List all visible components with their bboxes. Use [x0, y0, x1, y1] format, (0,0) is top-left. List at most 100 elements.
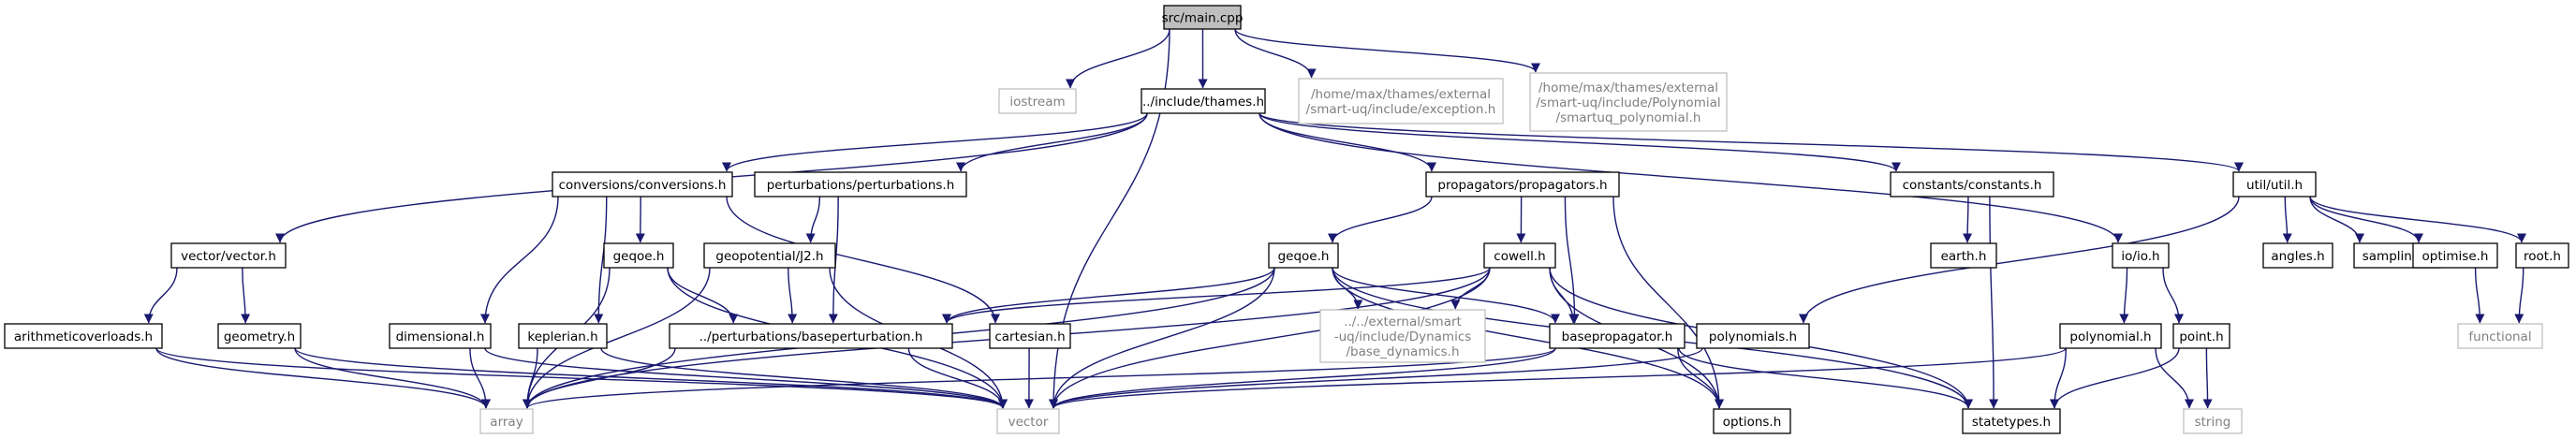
node-box	[389, 323, 492, 349]
node-basepert[interactable]: ../perturbations/baseperturbation.h	[669, 323, 953, 349]
edge-thames-to-io	[1259, 112, 2123, 243]
node-label: geqoe.h	[1278, 249, 1330, 264]
node-polynomials[interactable]: polynomials.h	[1696, 323, 1810, 349]
node-conversions[interactable]: conversions/conversions.h	[552, 171, 733, 198]
node-box	[603, 242, 674, 269]
node-io[interactable]: io/io.h	[2112, 242, 2170, 269]
node-vector: vector	[996, 408, 1060, 434]
node-box	[1425, 171, 1620, 198]
edge-cowell-to-vector	[1049, 267, 1491, 409]
node-root[interactable]: root.h	[2515, 242, 2569, 269]
node-label: string	[2195, 415, 2231, 430]
edge-cowell-to-basepert	[942, 267, 1491, 324]
edge-conversions-to-keplerian	[594, 196, 608, 324]
node-box	[989, 323, 1071, 349]
edge-optimise-to-functional	[2474, 267, 2485, 324]
node-label: polynomial.h	[2069, 329, 2151, 344]
node-box	[998, 88, 1077, 114]
node-box	[170, 242, 287, 269]
node-box	[1483, 242, 1556, 269]
node-box	[217, 323, 302, 349]
node-propagators[interactable]: propagators/propagators.h	[1425, 171, 1620, 198]
edge-thames-to-constants	[1259, 112, 1901, 172]
node-util[interactable]: util/util.h	[2232, 171, 2317, 198]
node-label: angles.h	[2271, 249, 2324, 264]
node-base_dyn: ../../external/smart-uq/include/Dynamics…	[1319, 309, 1486, 363]
node-box	[2183, 408, 2243, 434]
node-label: functional	[2468, 329, 2531, 344]
node-angles[interactable]: angles.h	[2262, 242, 2333, 269]
node-thames[interactable]: ../include/thames.h	[1141, 88, 1266, 114]
node-label: io/io.h	[2121, 249, 2159, 264]
node-label: geometry.h	[224, 329, 295, 344]
edge-util-to-angles	[2282, 196, 2292, 243]
edge-thames-to-conversions	[722, 112, 1148, 172]
node-label: /base_dynamics.h	[1346, 344, 1459, 359]
node-box	[2515, 242, 2569, 269]
edge-propagators-to-baseprop	[1564, 196, 1580, 324]
node-constants[interactable]: constants/constants.h	[1890, 171, 2054, 198]
node-label: options.h	[1723, 415, 1782, 430]
node-box	[754, 171, 967, 198]
node-label: iostream	[1009, 95, 1065, 110]
edge-constants-to-earth	[1963, 196, 1973, 243]
node-box	[996, 408, 1060, 434]
node-label: keplerian.h	[527, 329, 597, 344]
node-baseprop[interactable]: basepropagator.h	[1549, 323, 1685, 349]
edge-propagators-to-geqoe2	[1328, 196, 1433, 243]
node-label: src/main.cpp	[1162, 11, 1244, 26]
node-geqoe1[interactable]: geqoe.h	[603, 242, 674, 269]
node-box	[479, 408, 534, 434]
edge-conversions-to-dimensional	[480, 196, 559, 324]
node-box	[703, 242, 836, 269]
node-box	[1713, 408, 1791, 434]
edge-arithmetic-to-array	[155, 347, 491, 409]
node-label: constants/constants.h	[1903, 178, 2042, 193]
edge-geqoe2-to-basepert	[942, 267, 1275, 324]
node-earth[interactable]: earth.h	[1930, 242, 1997, 269]
node-keplerian[interactable]: keplerian.h	[518, 323, 608, 349]
node-box	[2457, 323, 2543, 349]
node-label: /home/max/thames/external	[1538, 80, 1718, 95]
node-point[interactable]: point.h	[2172, 323, 2230, 349]
edge-conversions-to-cartesian	[726, 196, 1000, 324]
node-label: cowell.h	[1494, 249, 1545, 264]
node-box	[1696, 323, 1810, 349]
node-label: basepropagator.h	[1562, 329, 1673, 344]
node-statetypes[interactable]: statetypes.h	[1962, 408, 2061, 434]
edge-j2-to-basepert	[788, 267, 798, 324]
node-box	[1549, 323, 1685, 349]
node-box	[1141, 88, 1266, 114]
node-box	[2059, 323, 2162, 349]
node-label: /home/max/thames/external	[1311, 87, 1491, 102]
node-label: cartesian.h	[994, 329, 1065, 344]
node-vectorh[interactable]: vector/vector.h	[170, 242, 287, 269]
edge-polynomials-to-vector	[1049, 347, 1703, 409]
node-box	[1529, 72, 1728, 132]
node-optimise[interactable]: optimise.h	[2412, 242, 2498, 269]
node-box	[1298, 78, 1504, 124]
node-cowell[interactable]: cowell.h	[1483, 242, 1556, 269]
node-cartesian[interactable]: cartesian.h	[989, 323, 1071, 349]
node-geometry[interactable]: geometry.h	[217, 323, 302, 349]
node-j2[interactable]: geopotential/J2.h	[703, 242, 836, 269]
edge-vectorh-to-geometry	[241, 267, 251, 324]
node-box	[1890, 171, 2054, 198]
node-polynomial[interactable]: polynomial.h	[2059, 323, 2162, 349]
node-main[interactable]: src/main.cpp	[1162, 5, 1244, 30]
node-arithmetic[interactable]: arithmeticoverloads.h	[4, 323, 163, 349]
node-geqoe2[interactable]: geqoe.h	[1268, 242, 1339, 269]
edge-util-to-polynomials	[1799, 196, 2240, 324]
node-label: root.h	[2524, 249, 2561, 264]
node-box	[552, 171, 733, 198]
node-label: earth.h	[1941, 249, 1987, 264]
node-label: optimise.h	[2422, 249, 2489, 264]
node-perturbations[interactable]: perturbations/perturbations.h	[754, 171, 967, 198]
edge-cowell-to-baseprop	[1549, 267, 1579, 324]
node-dimensional[interactable]: dimensional.h	[389, 323, 492, 349]
edge-constants-to-statetypes	[1989, 196, 1999, 409]
node-options[interactable]: options.h	[1713, 408, 1791, 434]
node-iostream: iostream	[998, 88, 1077, 114]
node-box	[1930, 242, 1997, 269]
